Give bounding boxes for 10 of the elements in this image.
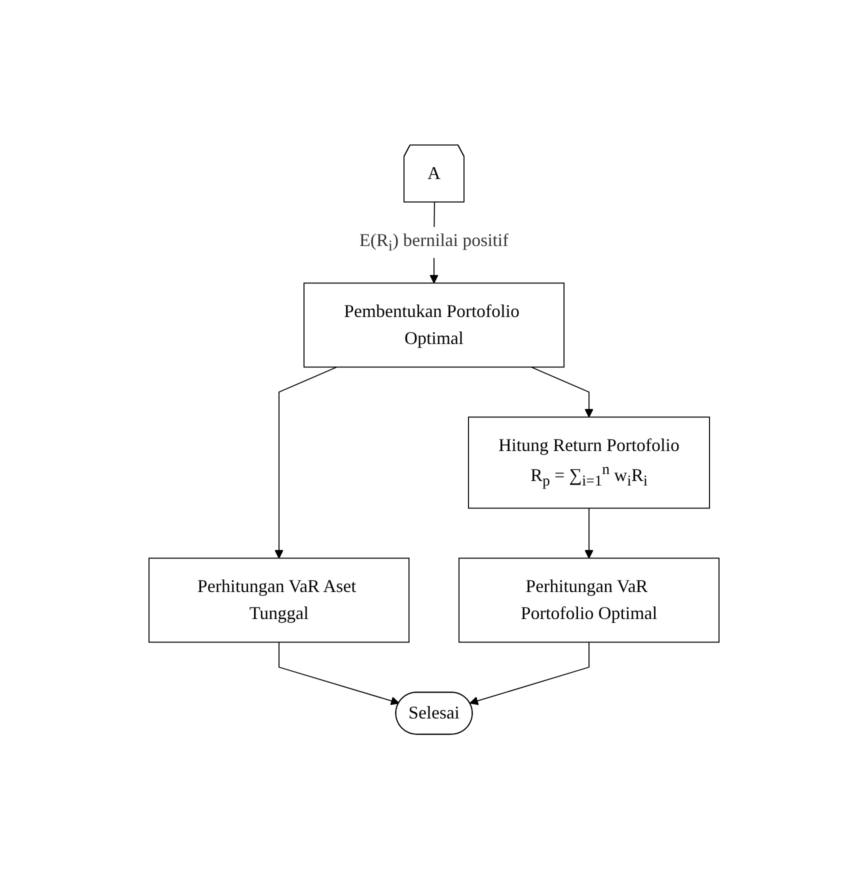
node-box: Perhitungan VaR Portofolio Optimal: [458, 558, 719, 644]
arrow: [530, 367, 593, 418]
arrow: [584, 508, 593, 559]
node-box: Perhitungan VaR Aset Tunggal: [148, 558, 409, 644]
node-box: Pembentukan Portofolio Optimal: [303, 283, 564, 368]
arrow: [469, 642, 589, 706]
arrow: [278, 642, 399, 706]
arrow: [274, 367, 337, 559]
node-box: Hitung Return Portofolio R$_{p}$ = ∑$_{i=1}$$^{n}$ w$_{i}$R$_{i}$: [468, 417, 710, 510]
edge-label: E(R$_{i}$) bernilai positif: [358, 230, 508, 255]
